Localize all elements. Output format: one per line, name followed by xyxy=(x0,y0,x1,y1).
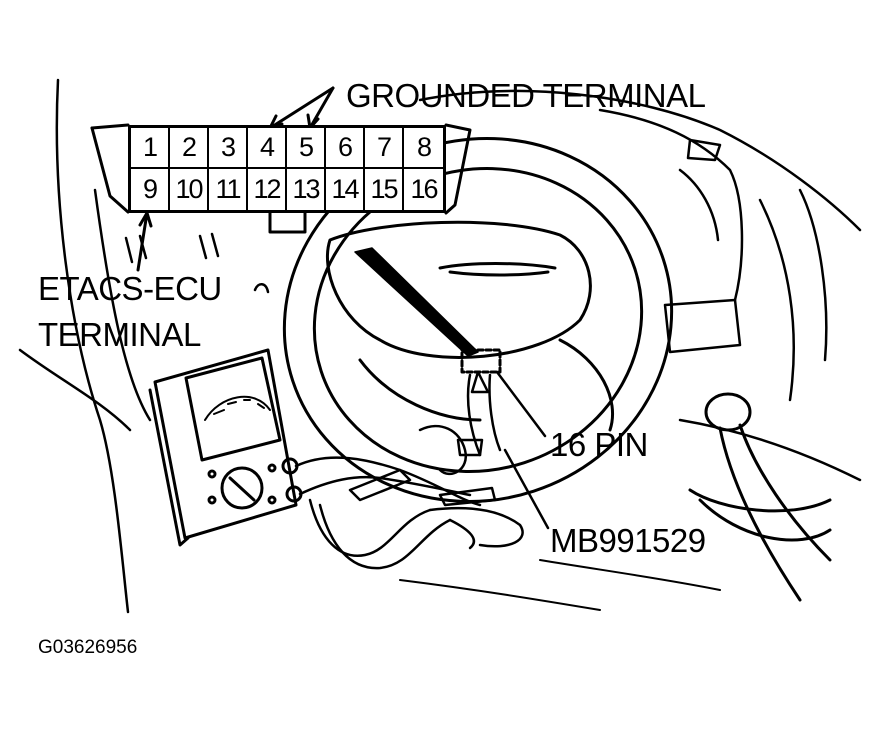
connector-pin-2: 2 xyxy=(170,128,209,169)
connector-pin-4: 4 xyxy=(248,128,287,169)
test-leads xyxy=(294,370,524,570)
left-pillar xyxy=(18,78,270,614)
connector-pin-8: 8 xyxy=(404,128,443,169)
connector-housing xyxy=(90,123,472,234)
etacs-arrow xyxy=(136,211,153,272)
grounded-terminal-arrows xyxy=(268,86,335,130)
connector-pin-9: 9 xyxy=(131,169,170,210)
leader-lines xyxy=(495,370,550,530)
connector-pin-10: 10 xyxy=(170,169,209,210)
sixteen-pin-label: 16 PIN xyxy=(550,426,648,463)
connector-pin-16: 16 xyxy=(410,174,438,204)
connector-pin-5: 5 xyxy=(287,128,326,169)
tool-number-label: MB991529 xyxy=(550,522,706,559)
connector-pin-6: 6 xyxy=(326,128,365,169)
etacs-terminal-label: TERMINAL xyxy=(38,316,201,353)
connector-pin-12: 12 xyxy=(248,169,287,210)
figure-id-label: G03626956 xyxy=(38,637,138,658)
floor-lines xyxy=(399,559,721,611)
connector-pin-14: 14 xyxy=(326,169,365,210)
shift-lever xyxy=(688,392,832,602)
etacs-ecu-label: ETACS-ECU xyxy=(38,270,222,307)
pointer-wedge xyxy=(354,247,502,374)
multimeter xyxy=(148,348,303,547)
grounded-terminal-label: GROUNDED TERMINAL xyxy=(346,77,706,114)
connector-pin-15: 15 xyxy=(365,169,404,210)
connector-pin-13: 13 xyxy=(287,169,326,210)
connector-pin-7: 7 xyxy=(365,128,404,169)
connector-pin-3: 3 xyxy=(209,128,248,169)
connector-pin-11: 11 xyxy=(209,169,248,210)
connector-pin-1: 1 xyxy=(131,128,170,169)
dashboard xyxy=(418,89,862,482)
